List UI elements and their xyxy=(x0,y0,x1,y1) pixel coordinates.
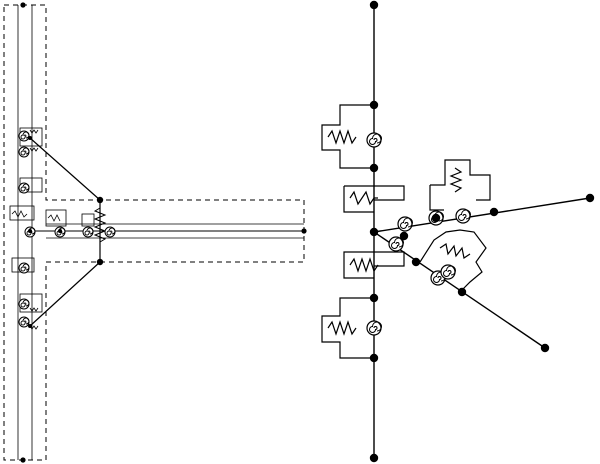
spring-icon xyxy=(327,320,357,336)
spring-assembly-mid-upper xyxy=(343,185,414,252)
right-lattice-figure xyxy=(321,0,595,463)
joint-cluster-bottom xyxy=(18,293,43,330)
spring-assembly-bottom xyxy=(321,297,383,359)
spring-icon xyxy=(349,257,379,273)
spring-assembly-top xyxy=(321,104,383,169)
left-lattice-figure xyxy=(3,2,307,463)
joint-cluster-middle xyxy=(9,205,116,274)
spring-icon xyxy=(439,243,471,259)
dashed-outline xyxy=(3,4,305,461)
spring-assembly-mid-lower xyxy=(343,251,405,279)
spring-icon xyxy=(93,207,107,243)
spring-assembly-branch-upper xyxy=(428,159,491,226)
joint-cluster-top xyxy=(18,127,43,194)
node-dot-icon xyxy=(20,2,307,463)
spring-icon xyxy=(449,167,463,193)
spring-icon xyxy=(349,190,378,206)
node-dot-icon xyxy=(369,0,595,463)
spring-icon xyxy=(327,129,357,145)
spring-assembly-branch-lower xyxy=(419,229,487,291)
